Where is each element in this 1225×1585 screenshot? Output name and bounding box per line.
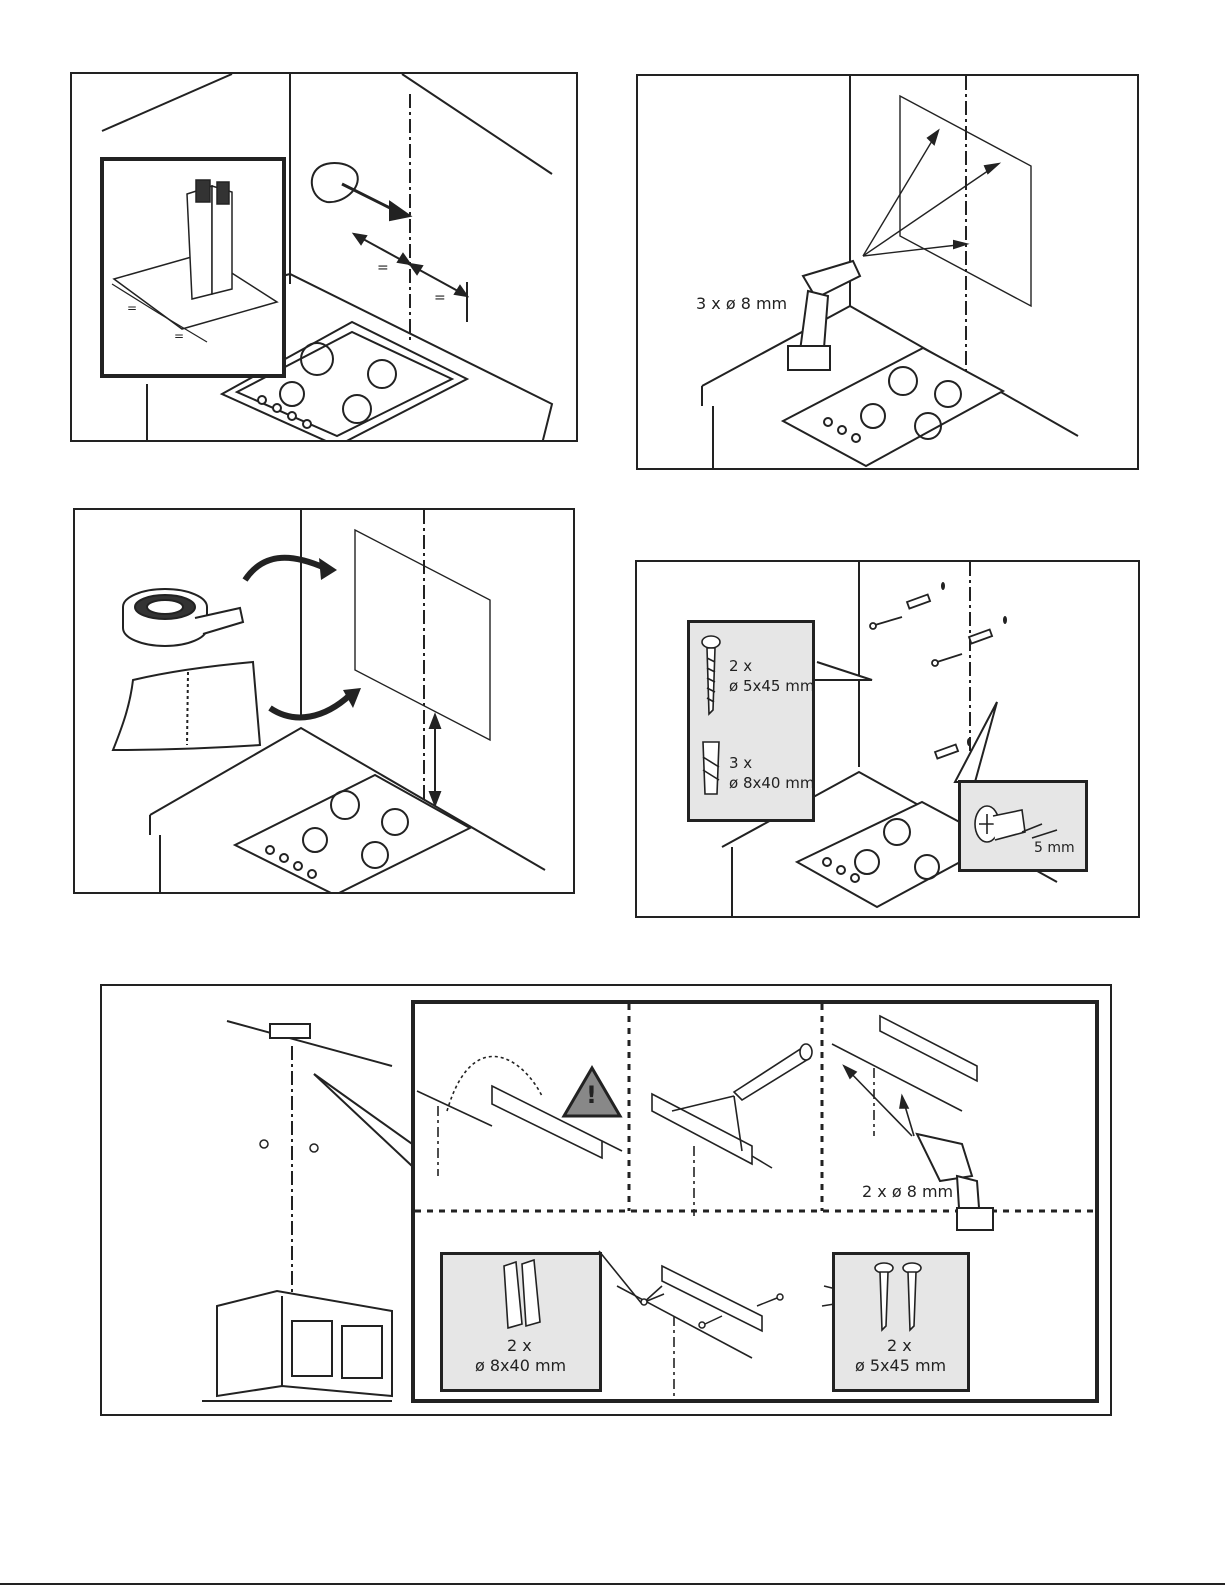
- step-panel-attach-template: [73, 508, 575, 894]
- plug-size: ø 8x40 mm: [475, 1356, 566, 1375]
- screw-qty: 2 x: [729, 657, 752, 676]
- screw-gap-callout: [958, 780, 1088, 872]
- screw-size: ø 5x45 mm: [855, 1356, 946, 1375]
- step-panel-drill-holes: 3 x ø 8 mm: [636, 74, 1139, 470]
- drill-icon: [788, 261, 860, 370]
- step-panel-mount-bracket: 2 x ø 8x40 mm 2 x ø 5x45 mm ! 2 x ø 8 mm: [100, 984, 1112, 1416]
- svg-text:=: =: [174, 329, 184, 343]
- gap-label: 5 mm: [1034, 839, 1075, 858]
- warning-glyph: !: [586, 1086, 597, 1105]
- plug-size: ø 8x40 mm: [729, 774, 814, 793]
- tape-roll-icon: [123, 589, 243, 646]
- screw-icon: [260, 1140, 318, 1152]
- pencil-icon: [312, 163, 410, 220]
- step-panel-mark-centre: = = = =: [70, 72, 578, 442]
- wall-scene: = = = =: [72, 74, 578, 442]
- drill-size-label: 3 x ø 8 mm: [696, 294, 787, 313]
- plug-qty: 3 x: [729, 754, 752, 773]
- cooker-hood-icon: = =: [102, 159, 284, 376]
- svg-text:=: =: [127, 301, 137, 315]
- wall-scene: [75, 510, 575, 894]
- svg-text:=: =: [377, 260, 389, 276]
- wall-scene: [638, 76, 1139, 470]
- svg-text:=: =: [434, 290, 446, 306]
- drill-size-label: 2 x ø 8 mm: [862, 1182, 953, 1201]
- plug-qty: 2 x: [507, 1336, 532, 1355]
- screw-size: ø 5x45 mm: [729, 677, 814, 696]
- step-panel-screws-plugs: 2 x ø 5x45 mm 3 x ø 8x40 mm 5 mm: [635, 560, 1140, 918]
- template-sheet-icon: [113, 662, 260, 750]
- screw-qty: 2 x: [887, 1336, 912, 1355]
- screw-icon: [870, 594, 992, 758]
